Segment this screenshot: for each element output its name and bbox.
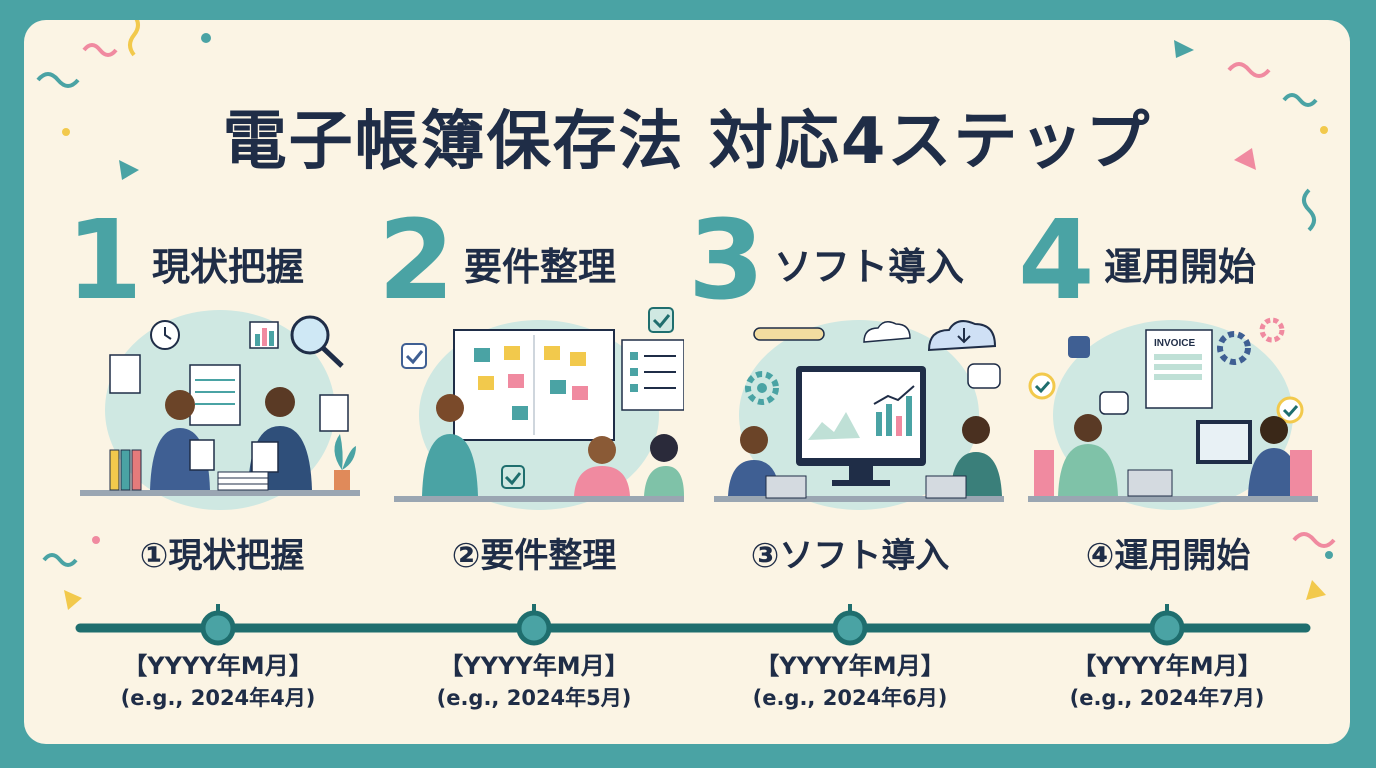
step-4-header: 4 運用開始 — [1018, 200, 1318, 320]
magnifier-icon — [290, 315, 330, 355]
person-icon — [1260, 416, 1288, 444]
thumbs-up-icon — [1068, 336, 1090, 358]
step-3-heading: ソフト導入 — [774, 245, 965, 289]
cloud-icon — [863, 321, 911, 343]
timeline-node-2 — [516, 604, 552, 646]
step-3-header: 3 ソフト導入 — [688, 200, 988, 320]
person-icon — [740, 426, 768, 454]
document-icon — [319, 394, 349, 432]
check-icon — [1276, 396, 1304, 424]
timeline-node-1 — [200, 604, 236, 646]
timeline-node-4 — [1149, 604, 1185, 646]
person-icon — [1074, 414, 1102, 442]
check-icon — [648, 307, 674, 333]
step-1-number: 1 — [66, 196, 143, 324]
step-2-date-format: 【YYYY年M月】 — [439, 652, 629, 680]
binder-icon — [109, 449, 120, 491]
step-2-number: 2 — [378, 196, 455, 324]
step-4-date-example: (e.g., 2024年7月) — [1069, 686, 1265, 710]
step-1-date-format: 【YYYY年M月】 — [123, 652, 313, 680]
gear-icon — [1259, 317, 1285, 343]
gear-icon — [1217, 331, 1251, 365]
chat-bubble-icon — [967, 363, 1001, 389]
step-2-date: 【YYYY年M月】 (e.g., 2024年5月) — [384, 650, 684, 714]
step-2-date-example: (e.g., 2024年5月) — [436, 686, 632, 710]
timeline-node-3 — [832, 604, 868, 646]
invoice-text: INVOICE — [1154, 338, 1195, 349]
step-3-illustration — [714, 320, 1004, 510]
step-2-header: 2 要件整理 — [378, 200, 678, 320]
person-icon — [650, 434, 678, 462]
timeline — [75, 604, 1311, 646]
person-icon — [165, 390, 195, 420]
search-bar-icon — [753, 327, 825, 341]
step-2-illustration — [394, 307, 684, 510]
gear-icon — [745, 371, 779, 405]
person-icon — [962, 416, 990, 444]
step-4-label: ④運用開始 — [1085, 536, 1251, 576]
document-icon — [109, 354, 141, 394]
step-3-date-format: 【YYYY年M月】 — [755, 652, 945, 680]
step-2-heading: 要件整理 — [464, 245, 617, 289]
step-3-date-example: (e.g., 2024年6月) — [752, 686, 948, 710]
infographic-card: 電子帳簿保存法 対応4ステップ 1 現状把握 2 要件整理 3 ソフト導入 4 … — [24, 20, 1350, 744]
person-icon — [436, 394, 464, 422]
spreadsheet-icon — [189, 364, 241, 426]
step-1-date-example: (e.g., 2024年4月) — [120, 686, 316, 710]
step-4-illustration: INVOICE — [1028, 317, 1318, 510]
step-4-heading: 運用開始 — [1104, 245, 1257, 289]
person-icon — [588, 436, 616, 464]
step-2-label: ②要件整理 — [451, 536, 617, 576]
step-4-date-format: 【YYYY年M月】 — [1072, 652, 1262, 680]
cloud-download-icon — [927, 320, 997, 352]
step-1-heading: 現状把握 — [152, 245, 305, 289]
step-4-number: 4 — [1018, 196, 1095, 324]
check-icon — [401, 343, 427, 369]
step-3-label: ③ソフト導入 — [750, 536, 950, 576]
check-icon — [501, 465, 525, 489]
person-icon — [265, 387, 295, 417]
step-1-illustration — [80, 310, 360, 510]
confetti-decoration — [36, 20, 1336, 610]
plant-icon — [334, 470, 350, 490]
step-3-date: 【YYYY年M月】 (e.g., 2024年6月) — [700, 650, 1000, 714]
page-title: 電子帳簿保存法 対応4ステップ — [222, 105, 1152, 179]
step-1-date: 【YYYY年M月】 (e.g., 2024年4月) — [68, 650, 368, 714]
step-1-label: ①現状把握 — [139, 536, 305, 576]
chat-bubble-icon — [1099, 391, 1129, 415]
check-icon — [1028, 372, 1056, 400]
step-3-number: 3 — [688, 196, 765, 324]
step-1-header: 1 現状把握 — [66, 200, 366, 320]
step-4-date: 【YYYY年M月】 (e.g., 2024年7月) — [1017, 650, 1317, 714]
